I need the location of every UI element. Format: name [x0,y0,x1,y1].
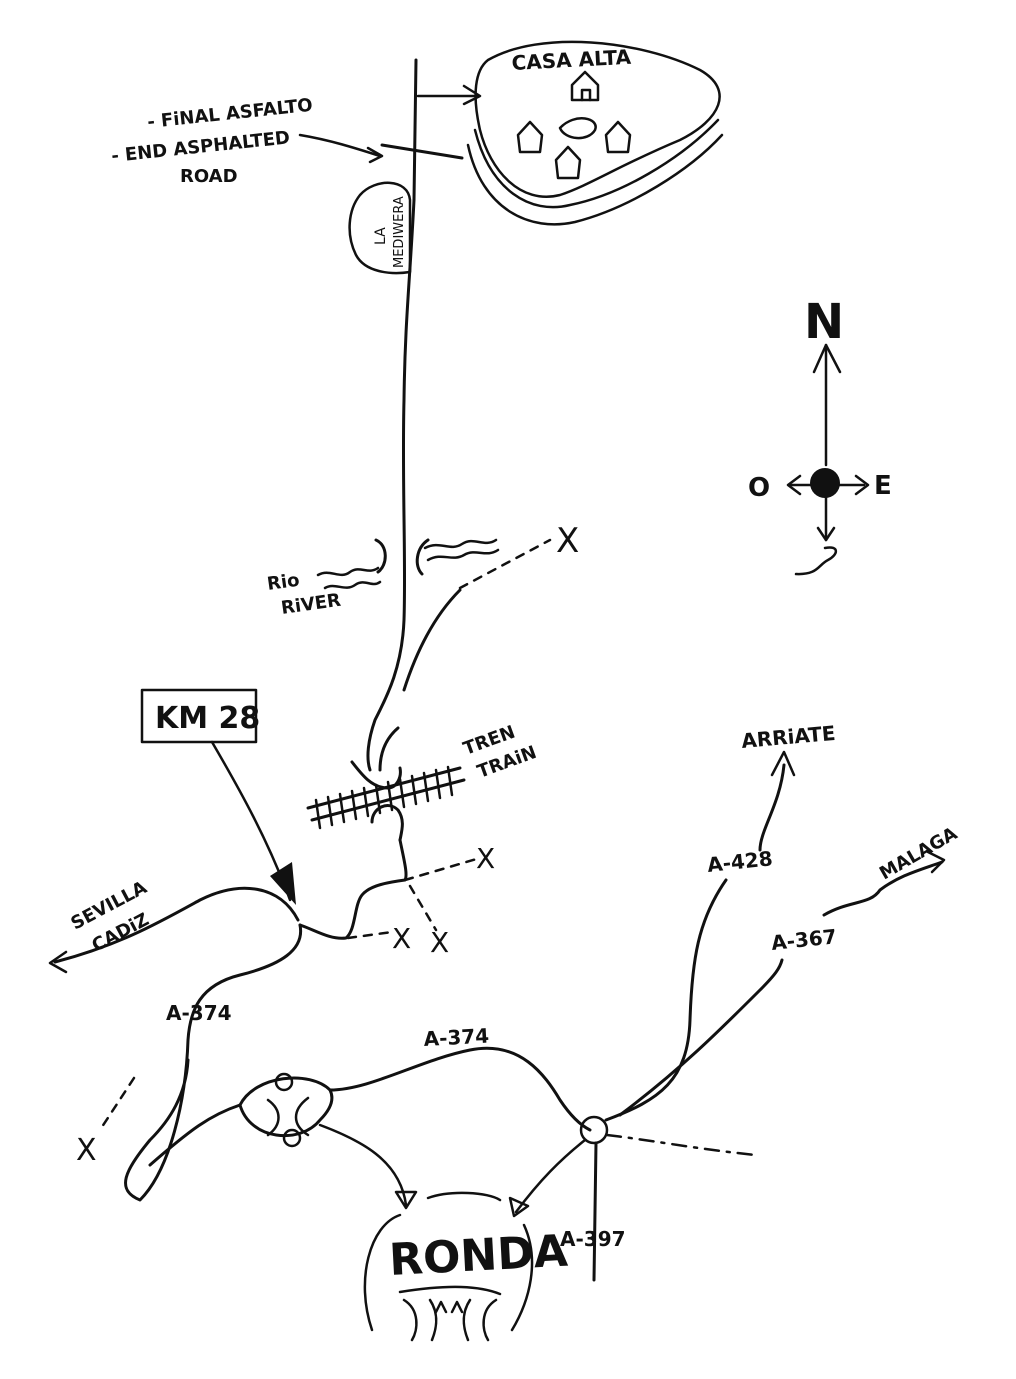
house-icon [570,70,600,102]
ronda-town: RONDA [363,1191,569,1342]
road-label: ROAD [180,166,238,187]
la-mediwera: LA MEDIWERA [348,181,412,275]
road-a374-east: A-374 A-397 [148,1024,757,1282]
cross-marker: X [76,1133,97,1168]
cross-marker: X [476,842,495,875]
rio-label: Rio [266,570,301,595]
river-label: RiVER [280,590,343,619]
compass-west-label: O [748,473,770,503]
cross-marker: X [556,521,579,561]
a367-label: A-367 [770,924,838,955]
house-icon [516,120,544,154]
road-a374-west: SEVILLA CADiZ A-374 X [48,877,303,1202]
km28-marker: KM 28 [140,688,296,905]
km28-label: KM 28 [155,701,260,736]
la-mediwera-label: LA [373,227,389,245]
a397-label: A-397 [560,1227,626,1251]
a428-label: A-428 [706,846,774,877]
end-asphalted-label: - END ASPHALTED [110,127,291,167]
la-mediwera-label: MEDIWERA [392,196,407,268]
main-road [366,58,464,772]
compass-center [810,468,840,498]
compass-north-label: N [804,294,844,350]
access-road: X X X [298,838,495,959]
compass-south-mark [794,546,838,576]
casa-alta-area: CASA ALTA [416,40,724,226]
final-asfalto-callout: - FiNAL ASFALTO - END ASPHALTED ROAD [110,95,384,187]
cross-marker: X [392,922,411,955]
compass-rose: N O E [748,294,892,576]
river-crossing: Rio RiVER X [266,521,580,619]
casa-alta-label: CASA ALTA [511,45,632,75]
ronda-label: RONDA [388,1226,569,1286]
road-a428-a367: A-428 ARRiATE A-367 MALAGA [604,721,961,1122]
railway: TREN TRAiN [306,722,539,842]
roundabout [579,1115,609,1145]
arriate-label: ARRiATE [740,721,836,753]
malaga-label: MALAGA [876,823,961,884]
a374-west-label: A-374 [166,1001,232,1025]
a374-east-label: A-374 [423,1024,490,1051]
compass-east-label: E [874,471,892,501]
house-icon [604,120,632,154]
cross-marker: X [430,926,449,959]
house-icon [554,145,582,180]
